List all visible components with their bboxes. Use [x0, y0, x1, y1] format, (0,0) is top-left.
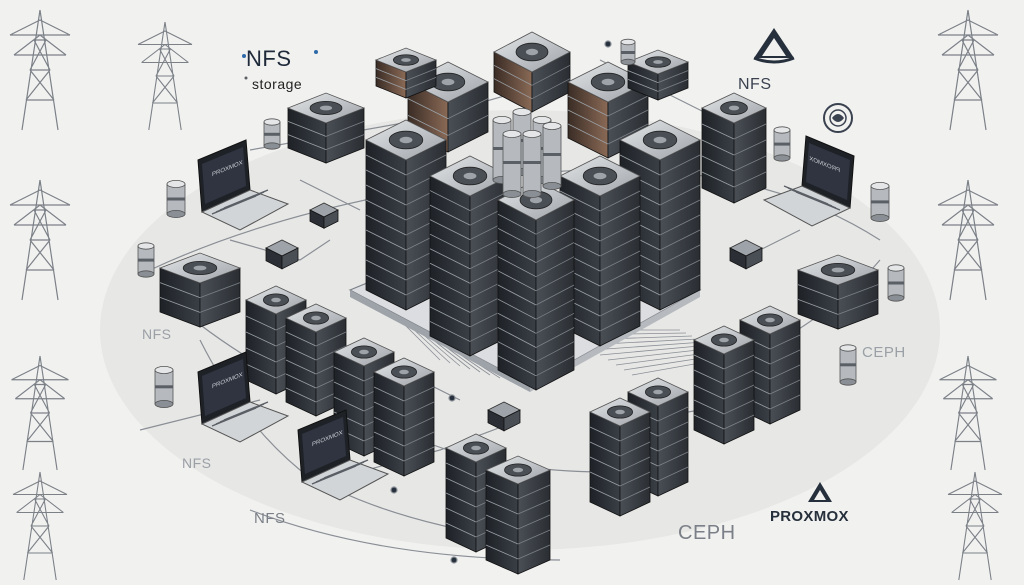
nfs-label-bottom: NFS: [254, 510, 286, 527]
server-rack: [373, 357, 435, 477]
ceph-logo-icon: [823, 103, 853, 133]
server-group: [158, 31, 880, 575]
cable-junction: [390, 486, 398, 494]
storage-cylinder-group: [137, 38, 905, 408]
server-rack: [365, 119, 447, 311]
server-rack: [158, 252, 242, 328]
power-pylon-icon: [137, 21, 193, 131]
power-pylon-icon: [11, 355, 69, 471]
cable-junction: [450, 556, 458, 564]
storage-cylinder: [522, 129, 542, 198]
power-pylon-icon: [937, 179, 999, 301]
server-rack: [626, 49, 690, 101]
storage-cylinder: [870, 181, 890, 222]
nfs-title-ornament: [242, 50, 318, 80]
storage-cylinder: [502, 129, 522, 198]
cable-strand: [599, 344, 711, 356]
nfs-label-left: NFS: [142, 326, 172, 342]
storage-cylinder: [166, 179, 186, 218]
cable-junction: [448, 394, 456, 402]
network-switch: [265, 239, 299, 270]
power-pylon-icon: [937, 9, 999, 131]
server-rack: [493, 31, 571, 113]
server-rack: [589, 397, 651, 517]
network-cable: [299, 179, 361, 211]
storage-cylinder: [137, 242, 155, 278]
server-rack: [374, 47, 438, 99]
network-switch: [487, 401, 521, 432]
nfs-subtitle: storage: [252, 76, 303, 92]
storage-cylinder: [263, 118, 281, 150]
storage-cylinder: [773, 126, 791, 162]
network-switch: [309, 202, 339, 229]
ceph-label-right: CEPH: [862, 344, 906, 361]
switch-group: [265, 202, 763, 432]
network-cable: [229, 239, 331, 261]
storage-cylinder: [839, 344, 857, 386]
laptop: PROXMOX: [762, 135, 855, 227]
nfs-label-middle: NFS: [182, 455, 212, 471]
network-switch: [729, 239, 763, 270]
storage-cylinder: [542, 122, 562, 190]
cable-junction: [604, 40, 612, 48]
server-rack: [701, 92, 767, 204]
server-rack: [285, 303, 347, 417]
laptop: PROXMOX: [197, 139, 290, 231]
server-rack: [693, 325, 755, 445]
laptop: PROXMOX: [297, 409, 390, 501]
nfs-label-right: NFS: [738, 76, 772, 93]
server-rack: [286, 92, 366, 164]
ceph-label-bottom: CEPH: [678, 522, 736, 544]
power-pylon-icon: [12, 471, 68, 581]
nfs-logo-icon: [753, 28, 795, 64]
nfs-title: NFS: [246, 46, 292, 71]
power-pylon-icon: [939, 355, 997, 471]
cable-strand: [591, 341, 705, 351]
server-rack: [497, 179, 575, 391]
server-rack: [796, 254, 880, 330]
power-pylon-icon: [947, 471, 1003, 581]
storage-cylinder: [620, 38, 636, 66]
proxmox-label: PROXMOX: [770, 508, 849, 525]
storage-cylinder: [887, 264, 905, 302]
power-pylon-icon: [9, 179, 71, 301]
storage-cylinder: [154, 365, 174, 408]
power-pylon-icon: [9, 9, 71, 131]
laptop: PROXMOX: [197, 351, 290, 443]
server-rack: [485, 455, 551, 575]
proxmox-logo-icon: [808, 482, 832, 502]
pylon-group: [9, 9, 1003, 581]
